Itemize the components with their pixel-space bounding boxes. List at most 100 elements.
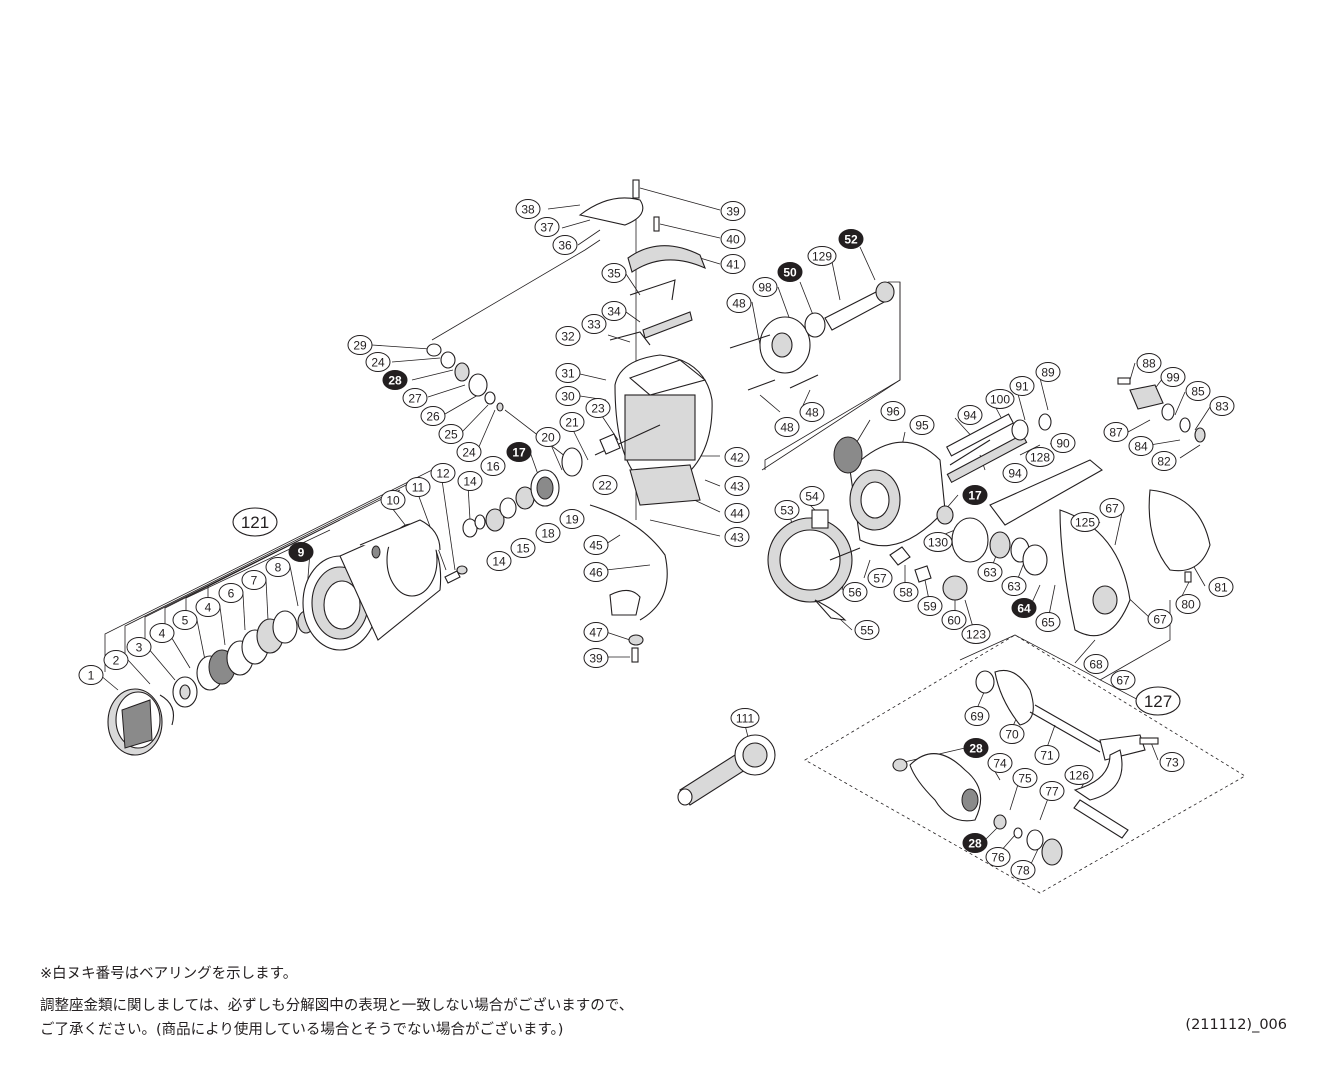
callout-label: 94	[1008, 467, 1022, 481]
callout-label: 85	[1191, 385, 1205, 399]
callout-98: 98	[752, 277, 778, 297]
callout-label: 3	[136, 641, 143, 655]
callout-78: 78	[1010, 860, 1036, 880]
callout-44: 44	[724, 503, 750, 523]
callout-label: 35	[607, 267, 621, 281]
callout-label: 96	[886, 405, 900, 419]
callout-label: 41	[726, 258, 740, 272]
callout-label: 42	[730, 451, 744, 465]
callout-50: 50	[777, 262, 803, 282]
callout-label: 14	[492, 555, 506, 569]
callout-42: 42	[724, 447, 750, 467]
callout-77: 77	[1039, 781, 1065, 801]
callout-14: 14	[457, 471, 483, 491]
callout-label: 63	[983, 566, 997, 580]
callout-label: 71	[1040, 749, 1054, 763]
callout-55: 55	[854, 620, 880, 640]
callout-87: 87	[1103, 422, 1129, 442]
callout-54: 54	[799, 486, 825, 506]
callout-label: 63	[1007, 580, 1021, 594]
callout-48: 48	[726, 293, 752, 313]
callout-48: 48	[799, 402, 825, 422]
callout-68: 68	[1083, 654, 1109, 674]
callout-23: 23	[585, 398, 611, 418]
callout-26: 26	[420, 406, 446, 426]
callout-81: 81	[1208, 577, 1234, 597]
callout-label: 81	[1214, 581, 1228, 595]
callout-34: 34	[601, 301, 627, 321]
callout-9: 9	[288, 542, 314, 562]
callout-label: 74	[993, 757, 1007, 771]
callout-label: 80	[1181, 598, 1195, 612]
callout-label: 2	[113, 654, 120, 668]
callout-88: 88	[1136, 353, 1162, 373]
callout-label: 11	[412, 481, 425, 495]
callout-24: 24	[365, 352, 391, 372]
callout-label: 94	[963, 409, 977, 423]
callout-67: 67	[1110, 670, 1136, 690]
callout-label: 24	[462, 446, 476, 460]
exploded-parts-diagram: 1234546789121101112141415161718192021222…	[78, 179, 1246, 894]
callout-label: 17	[512, 446, 526, 460]
callout-label: 48	[732, 297, 746, 311]
callout-label: 89	[1041, 366, 1055, 380]
callout-label: 58	[899, 586, 913, 600]
callout-label: 53	[780, 504, 794, 518]
callout-label: 130	[928, 536, 948, 550]
callout-label: 30	[561, 390, 575, 404]
callout-label: 10	[386, 494, 400, 508]
callout-21: 21	[559, 412, 585, 432]
callout-label: 9	[298, 546, 305, 560]
callout-82: 82	[1151, 451, 1177, 471]
callout-56: 56	[842, 582, 868, 602]
callout-label: 33	[587, 318, 601, 332]
callout-label: 31	[561, 367, 575, 381]
callout-label: 77	[1045, 785, 1059, 799]
callout-label: 46	[589, 566, 603, 580]
callout-130: 130	[923, 532, 953, 552]
callout-label: 43	[730, 480, 744, 494]
callout-47: 47	[583, 622, 609, 642]
callout-label: 55	[860, 624, 874, 638]
callout-84: 84	[1128, 436, 1154, 456]
callout-label: 91	[1015, 380, 1029, 394]
callout-11: 11	[405, 477, 431, 497]
callout-71: 71	[1034, 745, 1060, 765]
callout-60: 60	[941, 610, 967, 630]
callout-83: 83	[1209, 396, 1235, 416]
callout-label: 68	[1089, 658, 1103, 672]
callout-48: 48	[774, 417, 800, 437]
callout-label: 39	[726, 205, 740, 219]
callout-37: 37	[534, 217, 560, 237]
callout-76: 76	[985, 847, 1011, 867]
callout-35: 35	[601, 263, 627, 283]
callout-label: 32	[561, 330, 575, 344]
callout-label: 128	[1030, 451, 1050, 465]
callout-label: 127	[1144, 692, 1172, 711]
callout-40: 40	[720, 229, 746, 249]
callout-label: 15	[516, 542, 530, 556]
bearing-note: ※白ヌキ番号はベアリングを示します。	[40, 966, 298, 982]
callout-2: 2	[103, 650, 129, 670]
callout-label: 100	[990, 393, 1010, 407]
callout-1: 1	[78, 665, 104, 685]
callout-121: 121	[232, 507, 278, 537]
callout-43: 43	[724, 476, 750, 496]
callout-label: 75	[1018, 772, 1032, 786]
callout-100: 100	[985, 389, 1015, 409]
callout-39: 39	[720, 201, 746, 221]
callout-53: 53	[774, 500, 800, 520]
callout-label: 8	[275, 561, 282, 575]
callout-8: 8	[265, 557, 291, 577]
callout-label: 48	[780, 421, 794, 435]
callout-17: 17	[962, 485, 988, 505]
callout-69: 69	[964, 706, 990, 726]
callout-7: 7	[241, 570, 267, 590]
callout-5: 5	[172, 610, 198, 630]
callout-99: 99	[1160, 367, 1186, 387]
callout-27: 27	[402, 388, 428, 408]
callout-91: 91	[1009, 376, 1035, 396]
callout-38: 38	[515, 199, 541, 219]
callout-4: 4	[195, 597, 221, 617]
callout-label: 87	[1109, 426, 1123, 440]
